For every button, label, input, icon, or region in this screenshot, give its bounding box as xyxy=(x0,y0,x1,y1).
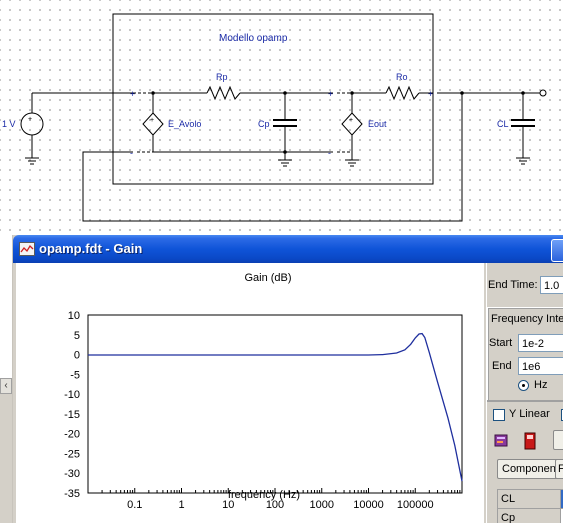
start-label: Start xyxy=(489,337,513,349)
gain-series-line xyxy=(88,332,463,482)
end-time-input[interactable]: 1.0 xyxy=(540,276,563,294)
plot-frame xyxy=(87,314,463,494)
y-tick-label: 0 xyxy=(74,350,80,362)
x-tick-label: 10000 xyxy=(353,499,384,511)
y-linear-label: Y Linear xyxy=(509,408,550,420)
y-linear-checkbox[interactable] xyxy=(493,409,505,421)
hz-radio-label: Hz xyxy=(534,379,548,391)
model-title: Modello opamp xyxy=(219,33,288,44)
window-titlebar[interactable]: opamp.fdt - Gain xyxy=(13,235,563,263)
end-time-label: End Time: xyxy=(488,279,538,291)
y-tick-label: -5 xyxy=(70,369,80,381)
schematic-canvas[interactable]: + + - + xyxy=(0,0,563,235)
x-tick-label: 100 xyxy=(266,499,284,511)
e-avolo-label: E_Avolo xyxy=(168,119,201,129)
gain-plot-area[interactable]: 10 5 0 -5 -10 -15 -20 -25 -30 -35 0.1 1 10 100 1000 100… xyxy=(16,263,484,523)
svg-text:+: + xyxy=(150,117,154,124)
y-tick-label: 10 xyxy=(68,310,80,322)
source-label: 1 V xyxy=(2,119,16,129)
plus-input-sign: + xyxy=(130,89,135,99)
secondary-checkbox[interactable] xyxy=(561,409,563,421)
end-label: End xyxy=(492,360,512,372)
window-control-button[interactable] xyxy=(551,239,563,262)
output-pin-sign: + xyxy=(428,89,433,99)
components-book-icon[interactable] xyxy=(493,433,511,449)
gain-window: opamp.fdt - Gain 10 5 0 -5 -10 -15 -20 -25 -30 -3… xyxy=(12,235,563,523)
eout-label: Eout xyxy=(368,119,387,129)
y-tick-label: -20 xyxy=(64,429,80,441)
toolbar-button[interactable] xyxy=(553,430,563,450)
output-terminal xyxy=(539,89,547,97)
hz-radio-button[interactable] xyxy=(518,380,529,391)
circuit-diagram: + + - + xyxy=(2,13,547,222)
components-button[interactable]: Components xyxy=(497,459,563,479)
panel-divider xyxy=(487,400,563,402)
analysis-side-panel: End Time: 1.0 Frequency Inter Start 1e-2… xyxy=(486,263,563,523)
y-tick-label: -30 xyxy=(64,468,80,480)
opamp-model-box xyxy=(112,13,434,185)
collapse-chevron-icon[interactable]: ‹ xyxy=(0,378,12,394)
svg-text:+: + xyxy=(28,116,32,123)
start-frequency-input[interactable]: 1e-2 xyxy=(518,334,563,352)
y-tick-label: -15 xyxy=(64,409,80,421)
device-icon[interactable] xyxy=(523,432,537,450)
gain-chart: 10 5 0 -5 -10 -15 -20 -25 -30 -35 0.1 1 10 100 1000 100… xyxy=(64,272,463,511)
ro-label: Ro xyxy=(396,72,408,82)
x-tick-label: 1000 xyxy=(310,499,334,511)
window-title: opamp.fdt - Gain xyxy=(39,241,143,256)
table-row-name-cp[interactable]: Cp xyxy=(497,508,561,523)
f-button[interactable]: F xyxy=(555,459,563,479)
minus-input-sign: - xyxy=(130,148,133,158)
stage2-minus-sign: - xyxy=(328,148,331,158)
cl-label: CL xyxy=(497,119,509,129)
cp-label: Cp xyxy=(258,119,270,129)
chart-title: Gain (dB) xyxy=(244,272,291,284)
y-tick-label: -10 xyxy=(64,389,80,401)
resistor-ro-symbol xyxy=(385,85,420,101)
frequency-interval-label: Frequency Inter xyxy=(491,313,563,325)
rp-label: Rp xyxy=(216,72,228,82)
table-row-value-cp[interactable]: 15 xyxy=(560,508,563,523)
svg-text:+: + xyxy=(349,117,353,124)
stage2-plus-sign: + xyxy=(328,89,333,99)
y-tick-label: 5 xyxy=(74,330,80,342)
y-tick-label: -25 xyxy=(64,448,80,460)
chart-x-axis-label: frequency (Hz) xyxy=(228,489,300,501)
x-tick-label: 0.1 xyxy=(127,499,142,511)
resistor-rp-symbol xyxy=(206,85,241,101)
plot-app-icon xyxy=(19,242,35,256)
x-tick-label: 100000 xyxy=(397,499,434,511)
x-tick-label: 10 xyxy=(222,499,234,511)
x-tick-label: 1 xyxy=(178,499,184,511)
feedback-wire xyxy=(82,93,463,222)
table-row-name-cl[interactable]: CL xyxy=(497,489,561,509)
y-tick-label: -35 xyxy=(64,488,80,500)
end-frequency-input[interactable]: 1e6 xyxy=(518,357,563,375)
